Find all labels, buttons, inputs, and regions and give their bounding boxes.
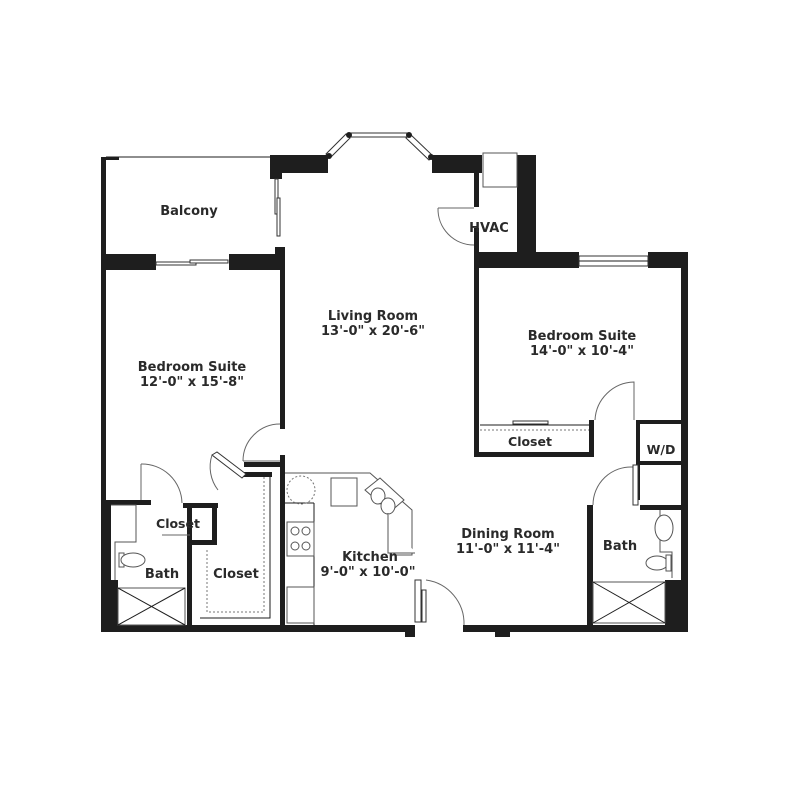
closet-small-label: Closet [156,516,200,531]
walls [101,155,688,637]
living-room-dimensions: 13'-0" x 20'-6" [321,324,425,339]
bedroom-suite-right-dimensions: 14'-0" x 10'-4" [530,344,634,359]
bedroom-suite-left-label: Bedroom Suite [138,360,247,375]
bedroom-suite-right-label: Bedroom Suite [528,329,637,344]
doors [140,207,639,626]
balcony-label: Balcony [160,204,218,219]
kitchen-dimensions: 9'-0" x 10'-0" [321,565,416,580]
bath-left-label: Bath [145,567,179,582]
hvac-label: HVAC [469,221,509,236]
dining-room-label: Dining Room [461,527,554,542]
living-room-label: Living Room [328,309,418,324]
bath-right-label: Bath [603,539,637,554]
closet-walkin-label: Closet [213,567,259,582]
windows [155,132,649,267]
kitchen-label: Kitchen [342,550,398,565]
wd-label: W/D [647,442,676,457]
room-labels: Balcony Living Room 13'-0" x 20'-6" HVAC… [138,204,676,582]
closet-right-label: Closet [508,434,552,449]
fixtures [111,472,674,626]
dining-room-dimensions: 11'-0" x 11'-4" [456,542,560,557]
bedroom-suite-left-dimensions: 12'-0" x 15'-8" [140,375,244,390]
